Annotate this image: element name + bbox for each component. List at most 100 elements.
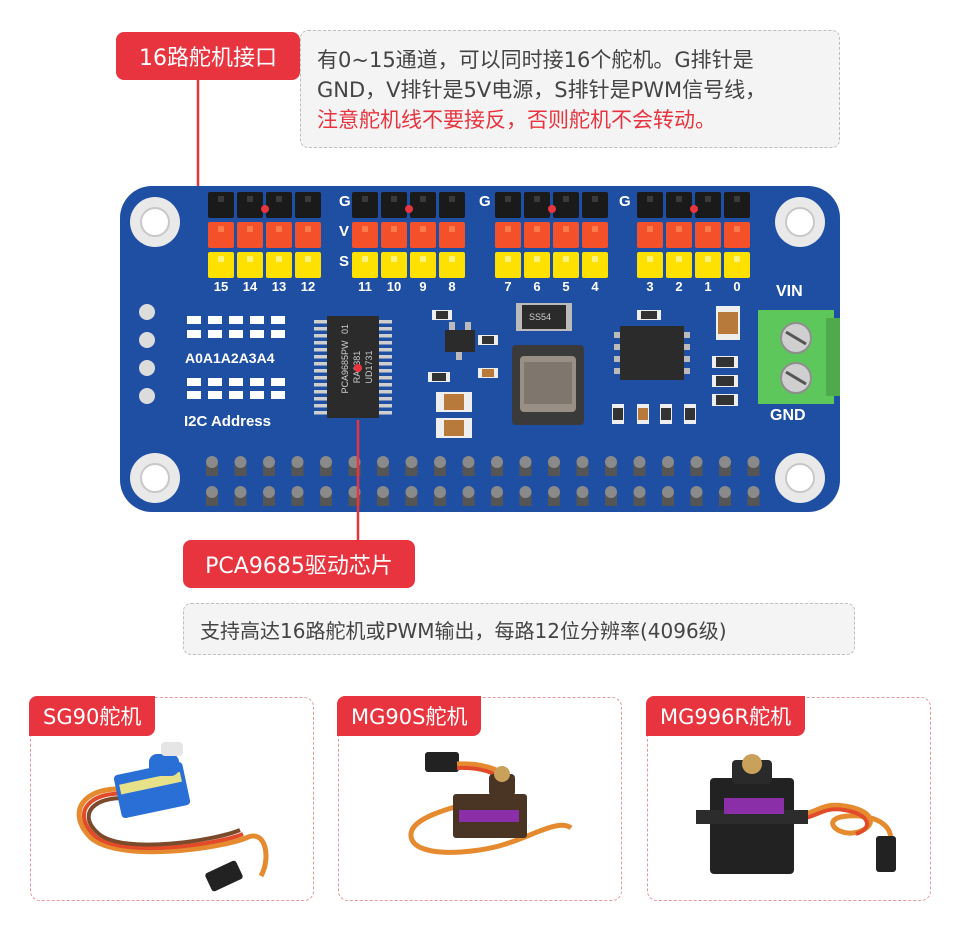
chip-pin [314,327,327,331]
gpio-pin-top [263,456,275,468]
gpio-pin-top [519,486,532,498]
servo-warning: 注意舵机线不要接反，否则舵机不会转动。 [317,108,716,132]
channel-number: 6 [533,279,540,294]
header-pin-tip [734,256,740,262]
servo-card-sg90: SG90舵机 [29,696,314,901]
header-pin [666,252,692,278]
header-pin-tip [563,226,569,232]
header-pin-tip [592,196,598,202]
gpio-pin-top [377,456,389,468]
gpio-pin-top [462,456,475,468]
header-pin [724,252,750,278]
gnd-label: GND [770,407,806,424]
address-pins-label: A0A1A2A3A4 [185,350,275,366]
chip-pin [314,397,327,401]
header-pin-tip [592,256,598,262]
gpio-pin-top [263,486,275,498]
header-pin [637,222,663,248]
gpio-pin-top [291,456,304,468]
gpio-pin-top [576,486,589,498]
header-pin-tip [534,196,540,202]
inductor [512,345,584,425]
channel-number: 8 [448,279,455,294]
header-pin [266,192,292,218]
header-pin-tip [505,196,511,202]
chip-pin [314,404,327,408]
chip-pin [314,369,327,373]
header-pin-tip [449,256,455,262]
header-pin-tip [247,256,253,262]
chip-pin [314,383,327,387]
header-pin-tip [505,226,511,232]
gpio-pin-top [548,456,560,468]
header-pin [237,252,263,278]
servo-note-line-1: 有0~15通道，可以同时接16个舵机。G排针是 [317,48,754,72]
header-pin-tip [647,256,653,262]
header-pin-tip [676,256,682,262]
gpio-pin-top [633,456,646,468]
gpio-pin-top [320,486,332,498]
channel-number: 11 [358,279,372,294]
chip-pin [379,355,392,359]
chip-pin [314,320,327,324]
diode: SS54 [516,303,572,331]
header-pin-tip [676,226,682,232]
header-pin [208,222,234,248]
header-pin-tip [305,196,311,202]
gpio-pin-top [462,486,475,498]
header-pin [582,192,608,218]
servo-card-label: SG90舵机 [29,696,156,736]
channel-number: 12 [301,279,315,294]
header-pin [352,192,378,218]
header-pin [410,222,436,248]
chip-pin [314,390,327,394]
header-pin-tip [647,226,653,232]
header-pin-tip [391,226,397,232]
header-pin-tip [305,256,311,262]
header-pin [724,192,750,218]
chip-pin [379,348,392,352]
header-pin-tip [218,256,224,262]
gpio-pin-top [234,486,247,498]
header-pin [381,222,407,248]
header-pin-tip [592,226,598,232]
header-pin [637,192,663,218]
gpio-pin-top [747,486,760,498]
header-pin-tip [305,226,311,232]
power-terminal-block[interactable] [758,310,840,404]
row-label-s: S [339,253,349,270]
header-pin-tip [420,196,426,202]
header-pin [524,222,550,248]
channel-number: 2 [675,279,682,294]
chip-pin [314,355,327,359]
header-pin [495,252,521,278]
header-pin-tip [391,256,397,262]
diode-marking: SS54 [529,312,551,322]
header-pin [237,192,263,218]
header-pin [266,222,292,248]
chip-pin [379,411,392,415]
chip-pin [379,390,392,394]
header-pin [439,192,465,218]
gpio-pin-top [548,486,560,498]
channel-number: 1 [704,279,711,294]
channel-number: 0 [733,279,740,294]
header-pin [582,252,608,278]
header-pin [695,192,721,218]
header-pin [352,252,378,278]
channel-number: 3 [646,279,653,294]
gpio-pin-top [747,456,760,468]
header-pin [666,192,692,218]
header-pin [352,222,378,248]
channel-number: 4 [591,279,599,294]
chip-pin [379,362,392,366]
gpio-pin-top [662,456,674,468]
gpio-pin-top [291,486,304,498]
chip-marking: 01 [340,324,350,334]
header-pin-tip [391,196,397,202]
header-pin [295,252,321,278]
gpio-pin-top [605,486,617,498]
chip-pin [379,369,392,373]
header-pin [666,222,692,248]
